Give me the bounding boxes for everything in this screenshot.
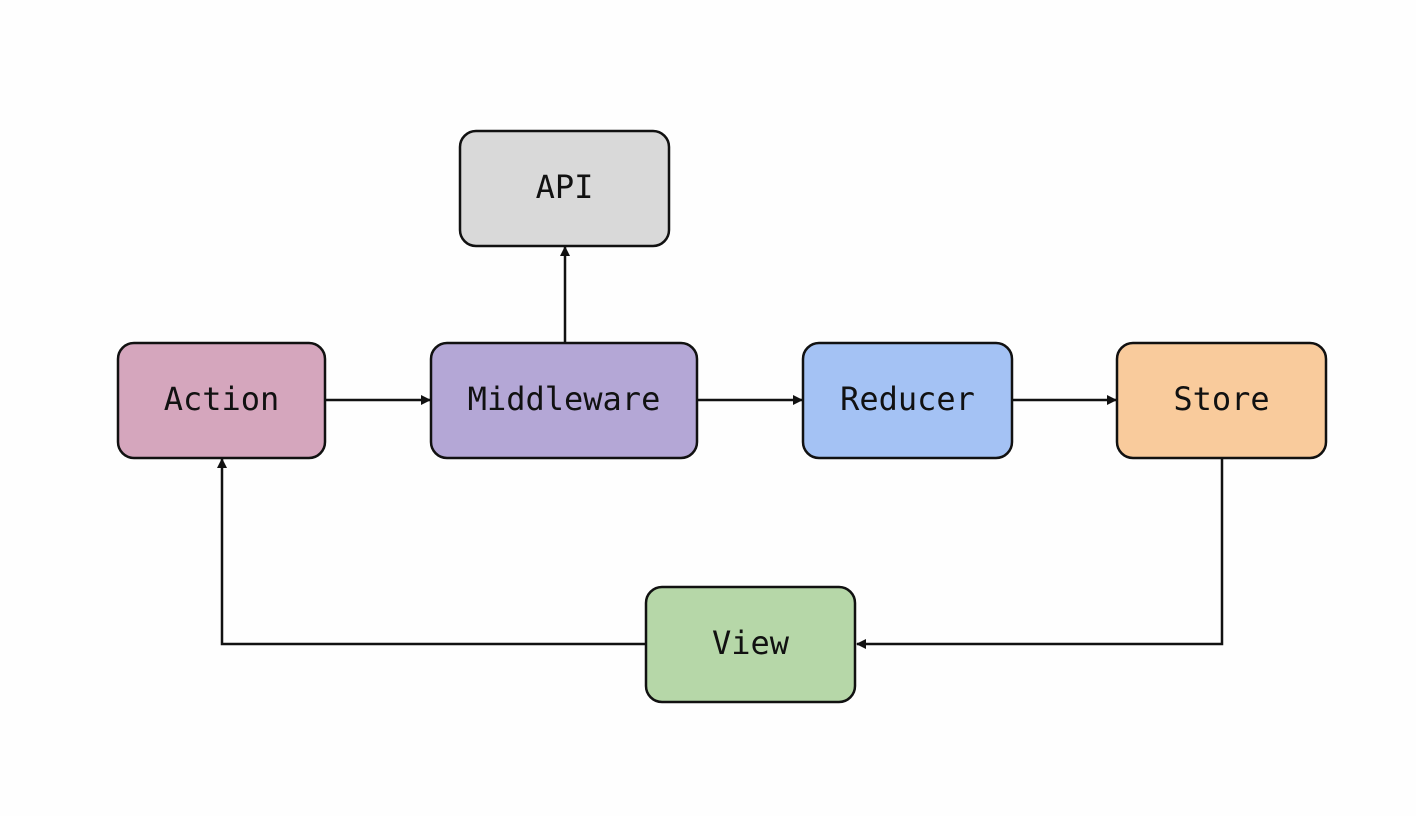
middleware-label: Middleware — [468, 380, 661, 418]
node-action: Action — [116, 341, 327, 460]
reducer-label: Reducer — [840, 380, 975, 418]
api-box — [458, 129, 671, 248]
node-reducer: Reducer — [801, 341, 1014, 460]
node-view: View — [644, 585, 857, 704]
edge-view-to-action — [217, 458, 645, 646]
action-label: Action — [164, 380, 280, 418]
store-box — [1115, 341, 1328, 460]
reducer-box — [801, 341, 1014, 460]
action-box — [116, 341, 327, 460]
node-middleware: Middleware — [429, 341, 699, 460]
store-label: Store — [1173, 380, 1269, 418]
api-label: API — [536, 168, 594, 206]
middleware-box — [429, 341, 699, 460]
view-box — [644, 585, 857, 704]
edge-store-to-view — [856, 458, 1224, 649]
node-api: API — [458, 129, 671, 248]
view-label: View — [712, 624, 790, 662]
node-store: Store — [1115, 341, 1328, 460]
